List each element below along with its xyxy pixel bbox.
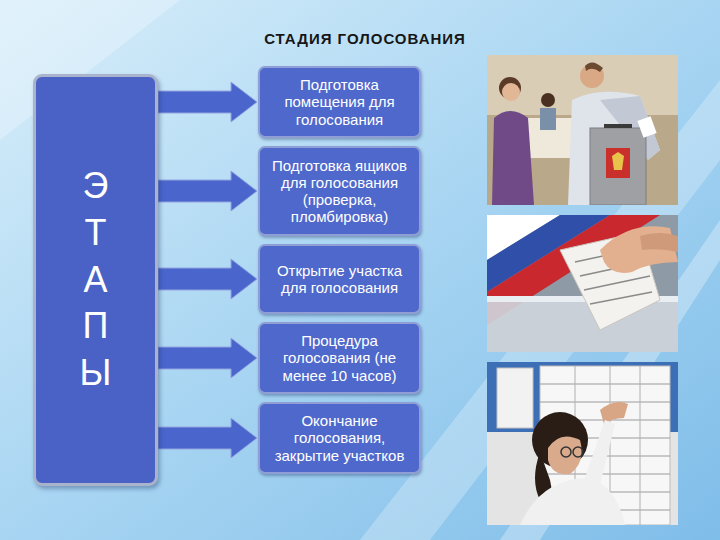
box-text: Процедура голосования (не менее 10 часов… xyxy=(266,332,413,384)
photo-shape xyxy=(585,420,615,485)
process-box: Подготовка ящиков для голосования (прове… xyxy=(258,146,421,236)
stage-box: Э Т А П Ы xyxy=(33,74,158,486)
photo-shape xyxy=(606,148,630,178)
box-text: Подготовка ящиков для голосования (прове… xyxy=(266,157,413,226)
photo-shape xyxy=(520,478,625,525)
photo-shape xyxy=(590,128,646,205)
process-box: Процедура голосования (не менее 10 часов… xyxy=(258,322,421,394)
photo-shape xyxy=(600,226,678,273)
photo-shape xyxy=(541,93,555,107)
block-arrow xyxy=(158,338,257,378)
photo-shape xyxy=(585,62,603,72)
photo-shape xyxy=(492,111,534,205)
photo-shape xyxy=(568,92,660,205)
voter-photo xyxy=(487,362,678,525)
photo-shape xyxy=(600,402,628,424)
block-arrow xyxy=(158,82,257,122)
photo-shape xyxy=(612,152,624,170)
photo-shape xyxy=(487,300,678,352)
process-box: Открытие участка для голосования xyxy=(258,244,421,314)
polling-station-photo xyxy=(487,55,678,205)
block-arrow xyxy=(158,259,257,299)
box-text: Э Т А П Ы xyxy=(72,163,119,397)
box-text: Открытие участка для голосования xyxy=(266,262,413,297)
photo-shape xyxy=(640,233,678,252)
photo-shape xyxy=(604,124,632,128)
photo-shape xyxy=(487,215,678,352)
photo-shape xyxy=(637,116,656,138)
photo-shape xyxy=(502,83,520,101)
process-box: Окончание голосования, закрытие участков xyxy=(258,402,421,474)
photo-shape xyxy=(487,362,678,525)
photo-shape xyxy=(561,447,571,457)
block-arrow xyxy=(158,171,257,211)
process-box: Подготовка помещения для голосования xyxy=(258,66,421,138)
photo-shape xyxy=(540,108,556,130)
photo-shape xyxy=(548,436,582,474)
slide-title: СТАДИЯ ГОЛОСОВАНИЯ xyxy=(10,30,720,47)
ballot-photo xyxy=(487,215,678,352)
photo-shape xyxy=(497,368,533,428)
block-arrow xyxy=(158,418,257,458)
photo-shape xyxy=(573,447,583,457)
box-text: Подготовка помещения для голосования xyxy=(266,76,413,128)
box-text: Окончание голосования, закрытие участков xyxy=(266,412,413,464)
photo-shape xyxy=(487,55,678,205)
